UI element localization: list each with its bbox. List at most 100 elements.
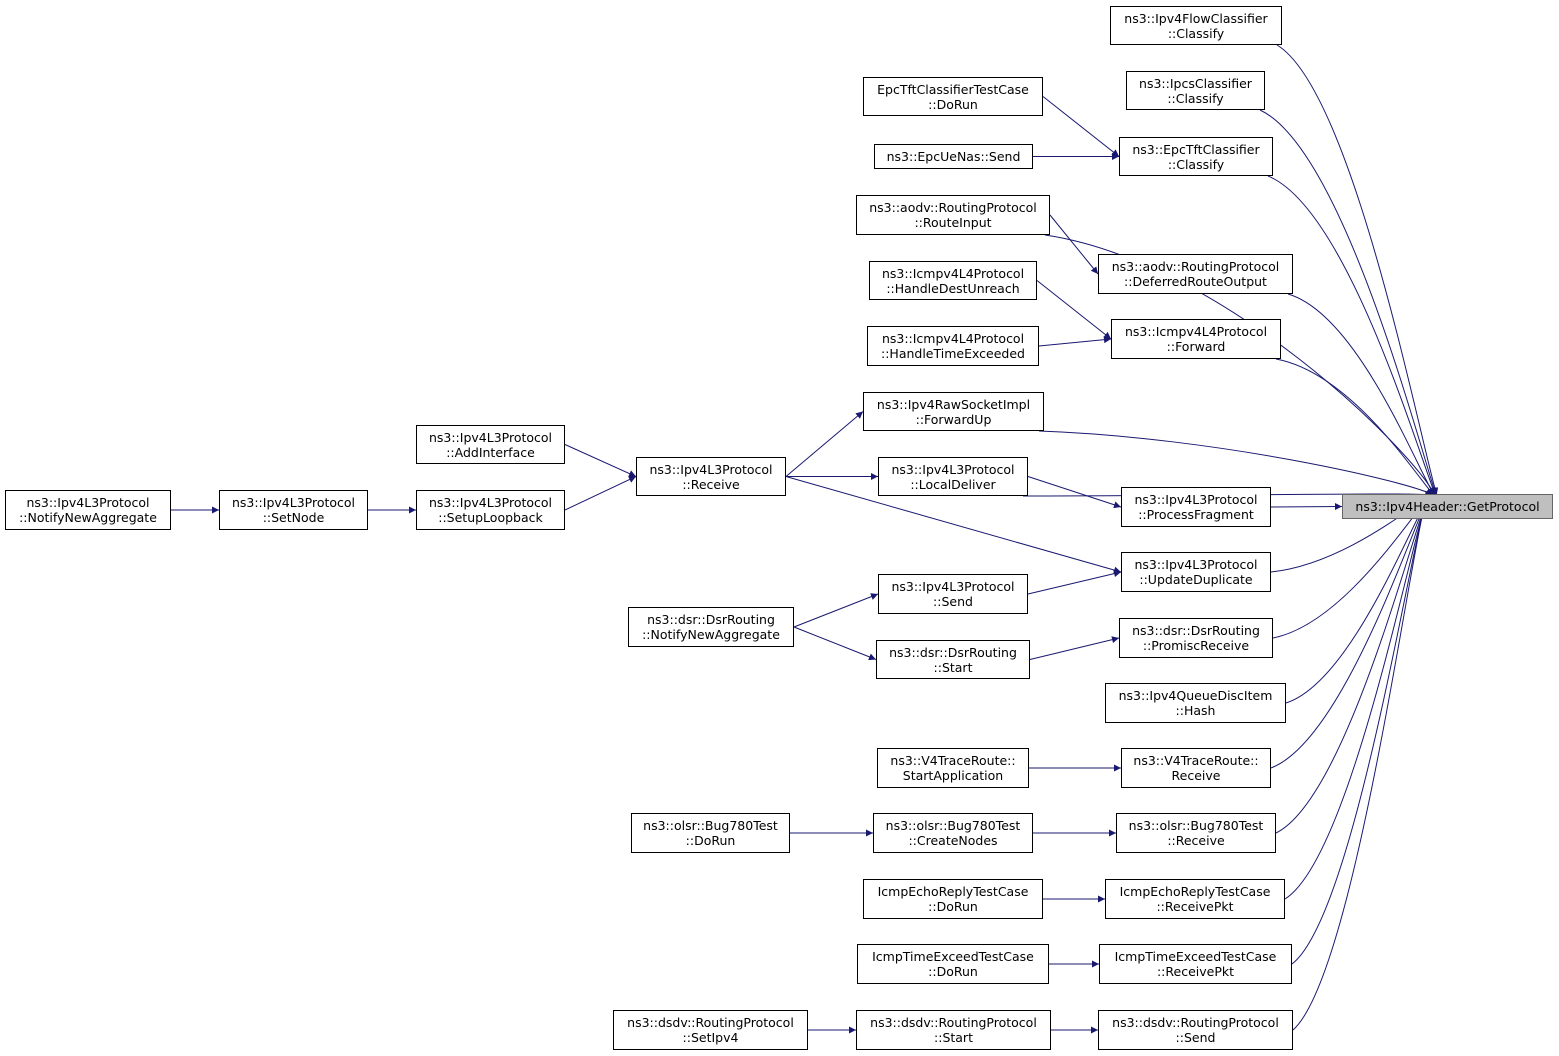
edge-queue-disc-hash-to-get-protocol xyxy=(1285,494,1431,704)
node-get-protocol[interactable]: ns3::Ipv4Header::GetProtocol xyxy=(1342,494,1553,519)
node-label-line2: ::Receive xyxy=(682,476,740,492)
edge-ipcs-classify-to-get-protocol xyxy=(1259,109,1438,496)
node-label-line1: IcmpEchoReplyTestCase xyxy=(877,884,1029,899)
node-label-line1: IcmpEchoReplyTestCase xyxy=(1119,884,1271,899)
edge-epc-tft-classify-to-get-protocol xyxy=(1267,175,1437,496)
node-echo-receive-pkt[interactable]: IcmpEchoReplyTestCase::ReceivePkt xyxy=(1105,879,1285,919)
node-olsr-dorun[interactable]: ns3::olsr::Bug780Test::DoRun xyxy=(631,813,790,853)
edge-olsr-receive-to-get-protocol xyxy=(1275,494,1430,834)
edge-l3-receive-to-raw-forward-up xyxy=(785,411,864,477)
node-label-line1: ns3::Icmpv4L4Protocol xyxy=(881,265,1025,281)
node-time-exceed-dorun[interactable]: IcmpTimeExceedTestCase::DoRun xyxy=(857,944,1049,984)
edge-aodv-route-input-to-aodv-deferred xyxy=(1049,214,1099,275)
node-label-line2: ::PromiscReceive xyxy=(1142,638,1250,653)
node-label-line2: ::Hash xyxy=(1175,703,1216,718)
node-l3-setup-loopback[interactable]: ns3::Ipv4L3Protocol::SetupLoopback xyxy=(416,490,565,530)
node-label-line1: ns3::olsr::Bug780Test xyxy=(643,818,778,833)
node-icmp-dest-unreach[interactable]: ns3::Icmpv4L4Protocol::HandleDestUnreach xyxy=(869,261,1037,300)
node-label-line2: ::NotifyNewAggregate xyxy=(642,627,780,642)
node-label-line2: ::Start xyxy=(934,1030,973,1045)
edge-l3-receive-to-l3-update-duplicate xyxy=(785,476,1122,574)
node-label-line2: ::LocalDeliver xyxy=(910,476,996,492)
node-label-line2: ::Send xyxy=(933,594,973,609)
node-epc-tft-classify[interactable]: ns3::EpcTftClassifier::Classify xyxy=(1119,137,1273,176)
edge-l3-add-interface-to-l3-receive xyxy=(564,444,637,477)
node-label-line2: ::Send xyxy=(1175,1030,1216,1045)
node-label-line2: ::ReceivePkt xyxy=(1156,899,1234,914)
node-l3-update-duplicate[interactable]: ns3::Ipv4L3Protocol::UpdateDuplicate xyxy=(1121,552,1271,592)
node-label-line1: EpcTftClassifierTestCase xyxy=(877,81,1029,97)
node-label-line1: ns3::V4TraceRoute:: xyxy=(890,753,1016,768)
edge-icmp-forward-to-get-protocol xyxy=(1275,358,1434,496)
node-icmp-forward[interactable]: ns3::Icmpv4L4Protocol::Forward xyxy=(1111,319,1281,359)
node-aodv-route-input[interactable]: ns3::aodv::RoutingProtocol::RouteInput xyxy=(856,195,1050,235)
node-icmp-time-exceeded[interactable]: ns3::Icmpv4L4Protocol::HandleTimeExceede… xyxy=(867,326,1039,366)
node-label-line2: ::Start xyxy=(933,659,973,675)
node-raw-forward-up[interactable]: ns3::Ipv4RawSocketImpl::ForwardUp xyxy=(863,392,1044,431)
node-label-line2: ::SetNode xyxy=(262,510,325,525)
node-label-line1: ns3::V4TraceRoute:: xyxy=(1133,753,1259,768)
node-l3-add-interface[interactable]: ns3::Ipv4L3Protocol::AddInterface xyxy=(416,425,565,464)
node-label-line1: ns3::Ipv4L3Protocol xyxy=(26,495,150,510)
node-l3-process-fragment[interactable]: ns3::Ipv4L3Protocol::ProcessFragment xyxy=(1121,487,1271,527)
node-label-line1: ns3::Ipv4L3Protocol xyxy=(891,461,1015,477)
node-label-line1: ns3::Ipv4L3Protocol xyxy=(231,495,356,510)
edge-l3-local-deliver-to-l3-process-fragment xyxy=(1027,476,1122,509)
node-label-label: ns3::EpcUeNas::Send xyxy=(886,149,1021,164)
node-v4tr-receive[interactable]: ns3::V4TraceRoute::Receive xyxy=(1121,748,1271,788)
edge-l3-send-to-l3-update-duplicate xyxy=(1027,570,1122,595)
node-dsdv-set-ipv4[interactable]: ns3::dsdv::RoutingProtocol::SetIpv4 xyxy=(613,1010,808,1050)
edge-icmp-dest-unreach-to-icmp-forward xyxy=(1036,280,1112,340)
node-label-line1: ns3::Ipv4L3Protocol xyxy=(891,579,1015,594)
node-label-label: ns3::Ipv4Header::GetProtocol xyxy=(1355,499,1540,514)
node-label-line2: ::CreateNodes xyxy=(908,833,998,848)
node-dsdv-start[interactable]: ns3::dsdv::RoutingProtocol::Start xyxy=(856,1010,1051,1050)
node-olsr-create-nodes[interactable]: ns3::olsr::Bug780Test::CreateNodes xyxy=(873,813,1033,853)
node-olsr-receive[interactable]: ns3::olsr::Bug780Test::Receive xyxy=(1116,813,1276,853)
node-l3-notify-new-agg[interactable]: ns3::Ipv4L3Protocol::NotifyNewAggregate xyxy=(5,490,171,530)
node-label-line1: ns3::Ipv4L3Protocol xyxy=(428,429,553,445)
node-label-line2: ::DoRun xyxy=(928,964,978,979)
node-dsr-start[interactable]: ns3::dsr::DsrRouting::Start xyxy=(876,640,1030,679)
node-label-line1: ns3::Ipv4L3Protocol xyxy=(428,495,553,510)
node-label-line2: ::UpdateDuplicate xyxy=(1139,572,1253,587)
node-dsr-notify-new-agg[interactable]: ns3::dsr::DsrRouting::NotifyNewAggregate xyxy=(628,607,794,647)
node-label-line2: ::DoRun xyxy=(928,96,978,112)
edge-time-exceed-receive-pkt-to-get-protocol xyxy=(1291,494,1429,965)
node-dsr-promisc-receive[interactable]: ns3::dsr::DsrRouting::PromiscReceive xyxy=(1119,618,1273,658)
node-label-line2: ::SetIpv4 xyxy=(682,1030,739,1045)
edge-l3-process-fragment-to-get-protocol xyxy=(1270,503,1343,511)
node-label-line1: ns3::Ipv4L3Protocol xyxy=(649,461,773,477)
node-v4tr-start-app[interactable]: ns3::V4TraceRoute::StartApplication xyxy=(877,748,1029,788)
edge-icmp-time-exceeded-to-icmp-forward xyxy=(1038,336,1112,347)
node-label-line2: ::ForwardUp xyxy=(915,411,992,427)
node-l3-local-deliver[interactable]: ns3::Ipv4L3Protocol::LocalDeliver xyxy=(878,457,1028,496)
node-label-line2: ::Classify xyxy=(1167,25,1225,41)
node-dsdv-send[interactable]: ns3::dsdv::RoutingProtocol::Send xyxy=(1098,1010,1293,1050)
node-label-line2: ::NotifyNewAggregate xyxy=(19,510,157,525)
node-queue-disc-hash[interactable]: ns3::Ipv4QueueDiscItem::Hash xyxy=(1105,683,1286,723)
node-label-line2: StartApplication xyxy=(902,768,1004,783)
node-epc-ue-nas-send[interactable]: ns3::EpcUeNas::Send xyxy=(874,144,1033,169)
edge-epc-testcase-dorun-to-epc-tft-classify xyxy=(1042,96,1120,157)
node-ipcs-classify[interactable]: ns3::IpcsClassifier::Classify xyxy=(1126,71,1265,110)
node-flow-classify[interactable]: ns3::Ipv4FlowClassifier::Classify xyxy=(1110,6,1282,45)
node-label-line2: ::HandleDestUnreach xyxy=(886,280,1020,296)
node-l3-receive[interactable]: ns3::Ipv4L3Protocol::Receive xyxy=(636,457,786,496)
node-l3-set-node[interactable]: ns3::Ipv4L3Protocol::SetNode xyxy=(219,490,368,530)
node-label-line2: ::Forward xyxy=(1166,339,1226,354)
node-l3-send[interactable]: ns3::Ipv4L3Protocol::Send xyxy=(878,574,1028,614)
edge-v4tr-receive-to-get-protocol xyxy=(1270,494,1430,769)
node-epc-testcase-dorun[interactable]: EpcTftClassifierTestCase::DoRun xyxy=(863,77,1043,116)
node-time-exceed-receive-pkt[interactable]: IcmpTimeExceedTestCase::ReceivePkt xyxy=(1099,944,1292,984)
node-echo-dorun[interactable]: IcmpEchoReplyTestCase::DoRun xyxy=(863,879,1043,919)
node-aodv-deferred[interactable]: ns3::aodv::RoutingProtocol::DeferredRout… xyxy=(1098,254,1293,294)
node-label-line1: ns3::olsr::Bug780Test xyxy=(1128,818,1264,833)
edge-aodv-deferred-to-get-protocol xyxy=(1287,293,1435,496)
node-label-line1: ns3::olsr::Bug780Test xyxy=(885,818,1021,833)
node-label-line2: ::AddInterface xyxy=(446,444,535,460)
edge-echo-receive-pkt-to-get-protocol xyxy=(1284,494,1430,900)
edge-dsr-notify-new-agg-to-l3-send xyxy=(793,593,879,628)
